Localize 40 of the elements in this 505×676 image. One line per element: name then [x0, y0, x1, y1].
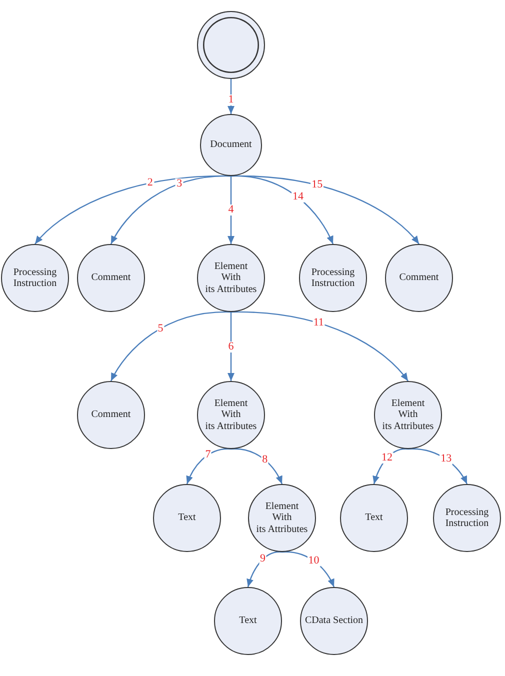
edge-label: 13: [440, 454, 453, 465]
edge-label: 7: [204, 449, 212, 460]
node-label: Text: [365, 512, 383, 524]
node-label: Processing Instruction: [311, 266, 355, 290]
edge-label: 5: [156, 323, 164, 334]
arrow: [408, 448, 468, 484]
node-label: Text: [239, 615, 257, 627]
node-label: Processing Instruction: [13, 266, 57, 290]
arrow: [231, 311, 408, 382]
arrow: [228, 176, 234, 244]
node-label: Element With its Attributes: [205, 260, 257, 296]
node-label: Comment: [399, 272, 439, 284]
node-label: Document: [210, 139, 252, 151]
edge-label: 10: [307, 555, 320, 566]
arrow: [228, 312, 234, 381]
node-label: Comment: [91, 409, 131, 421]
node-label: Comment: [91, 272, 131, 284]
edge-label: 1: [227, 94, 235, 106]
edge-label: 4: [227, 204, 235, 216]
arrow: [110, 311, 232, 382]
edge-label: 3: [176, 178, 184, 190]
edge-label: 15: [310, 180, 324, 191]
edge-label: 14: [292, 192, 305, 203]
node-label: CData Section: [304, 615, 364, 627]
arrow: [110, 175, 232, 244]
node-label: Element With its Attributes: [382, 398, 434, 432]
edge-label: 6: [227, 341, 235, 352]
node-label: Element With its Attributes: [256, 500, 308, 536]
arrow: [372, 448, 408, 484]
arrow: [231, 175, 420, 244]
arrow: [186, 448, 231, 484]
edge-label: 9: [259, 554, 267, 565]
arrow: [231, 448, 283, 484]
node-label: Element With its Attributes: [205, 398, 257, 432]
edge-label: 12: [380, 452, 394, 464]
arrow: [246, 551, 282, 588]
node-label: Text: [178, 512, 196, 524]
edge-label: 8: [261, 454, 269, 466]
node-label: Processing Instruction: [445, 506, 489, 530]
edge-label: 11: [312, 318, 325, 329]
